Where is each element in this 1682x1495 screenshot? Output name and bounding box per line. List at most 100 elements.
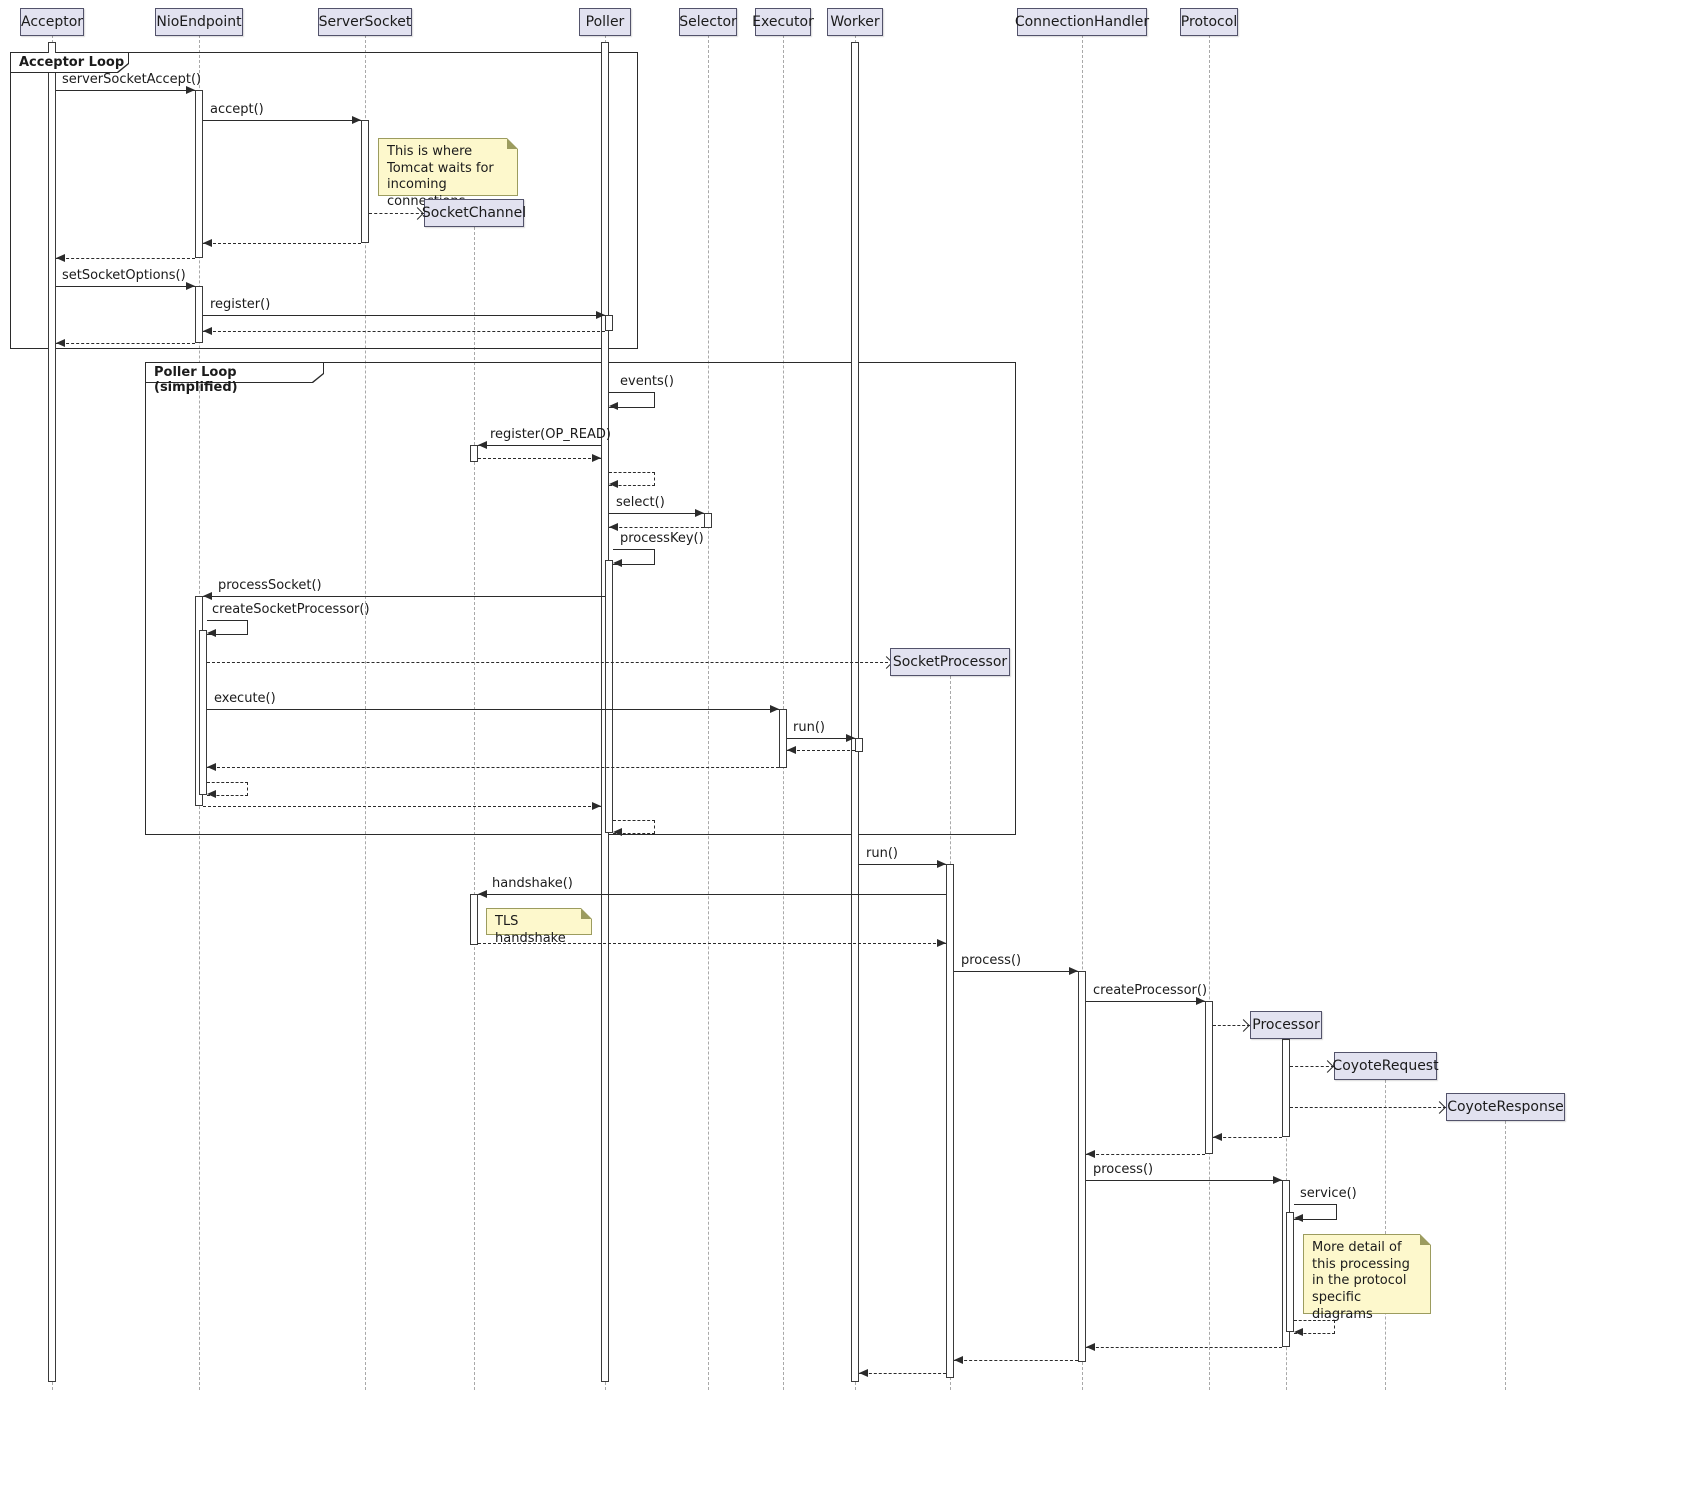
arrowhead — [478, 890, 487, 898]
msg-register-line — [203, 315, 605, 316]
msg-register-opread-line — [478, 445, 601, 446]
lifeline-socketchannel — [474, 227, 475, 1390]
lifeline-selector — [708, 35, 709, 1390]
activation-poller-processkey — [605, 560, 613, 833]
activation-poller-register — [605, 315, 613, 331]
msg-handshake-line — [478, 894, 946, 895]
arrowhead — [207, 629, 216, 637]
msg-create-coyoterequest-line — [1290, 1066, 1334, 1067]
return-poller-nioendpoint — [203, 331, 605, 332]
msg-events-label: events() — [620, 374, 674, 389]
return-socketchannel-socketprocessor — [478, 943, 946, 944]
activation-processor-service — [1286, 1212, 1294, 1332]
activation-worker — [851, 42, 859, 1382]
arrowhead — [609, 523, 618, 531]
note-more-detail-text: More detail of this processing in the pr… — [1312, 1240, 1410, 1322]
self-call-events — [609, 392, 655, 408]
msg-run-worker-label: run() — [793, 720, 825, 735]
activation-worker-run — [855, 738, 863, 752]
lifeline-coyoteresponse — [1505, 1121, 1506, 1390]
arrowhead — [846, 734, 855, 742]
frame-acceptor-loop-tab: Acceptor Loop — [11, 53, 129, 73]
return-socketprocessor-worker — [859, 1373, 946, 1374]
activation-socketchannel-register — [470, 445, 478, 462]
lifeline-serversocket — [365, 35, 366, 1390]
msg-serversocketaccept-label: serverSocketAccept() — [62, 72, 202, 87]
arrowhead — [1196, 997, 1205, 1005]
frame-acceptor-loop-label: Acceptor Loop — [19, 55, 125, 70]
msg-accept-line — [203, 120, 361, 121]
note-fold-icon — [581, 908, 592, 919]
arrowhead — [613, 559, 622, 567]
frame-poller-loop — [145, 362, 1016, 835]
frame-acceptor-loop — [10, 52, 638, 349]
note-tls-handshake: TLS handshake — [486, 908, 592, 946]
arrowhead — [937, 860, 946, 868]
return-selector-poller — [609, 527, 704, 528]
arrowhead — [592, 802, 601, 810]
open-arrowhead — [1433, 1101, 1446, 1114]
activation-socketchannel-handshake — [470, 894, 478, 945]
frame-poller-loop-label: Poller Loop (simplified) — [154, 365, 238, 395]
self-return-processor-service — [1294, 1320, 1335, 1334]
arrowhead — [203, 592, 212, 600]
msg-setsocketoptions-line — [56, 286, 195, 287]
arrowhead — [787, 746, 796, 754]
participant-executor: Executor — [752, 8, 814, 36]
msg-handshake-label: handshake() — [492, 876, 573, 891]
msg-create-processor-line — [1213, 1025, 1250, 1026]
return-nioendpoint-acceptor — [56, 258, 195, 259]
activation-nioendpoint-createsocketprocessor — [199, 630, 207, 795]
participant-processor: Processor — [1250, 1011, 1322, 1039]
note-more-detail: More detail of this processing in the pr… — [1303, 1234, 1431, 1322]
activation-socketprocessor — [946, 864, 954, 1378]
participant-connectionhandler: ConnectionHandler — [1015, 8, 1149, 36]
self-call-createsocketprocessor — [207, 620, 248, 635]
return-protocol-connectionhandler — [1086, 1154, 1205, 1155]
arrowhead — [1273, 1176, 1282, 1184]
arrowhead — [596, 311, 605, 319]
arrowhead — [954, 1356, 963, 1364]
arrowhead — [203, 327, 212, 335]
return-processor-protocol — [1213, 1137, 1282, 1138]
return-nioendpoint-acceptor-2 — [56, 343, 195, 344]
msg-processkey-label: processKey() — [620, 531, 704, 546]
activation-serversocket — [361, 120, 369, 243]
participant-protocol: Protocol — [1180, 8, 1238, 36]
arrowhead — [695, 509, 704, 517]
arrowhead — [186, 86, 195, 94]
msg-register-label: register() — [210, 297, 271, 312]
msg-serversocketaccept-line — [56, 90, 195, 91]
msg-run-socketprocessor-label: run() — [866, 846, 898, 861]
msg-register-opread-label: register(OP_READ) — [490, 427, 611, 442]
self-return-poller-processkey — [613, 820, 655, 834]
arrowhead — [609, 480, 618, 488]
participant-socketprocessor: SocketProcessor — [890, 648, 1010, 676]
arrowhead — [207, 790, 216, 798]
return-serversocket-nioendpoint — [203, 243, 361, 244]
msg-processsocket-line — [203, 596, 605, 597]
arrowhead — [937, 939, 946, 947]
arrowhead — [478, 441, 487, 449]
activation-nioendpoint-accept — [195, 90, 203, 258]
msg-select-label: select() — [616, 495, 665, 510]
msg-createsocketprocessor-label: createSocketProcessor() — [212, 602, 370, 617]
activation-acceptor — [48, 42, 56, 1382]
self-call-processkey — [613, 549, 655, 565]
msg-createprocessor-label: createProcessor() — [1093, 983, 1208, 998]
participant-acceptor: Acceptor — [20, 8, 84, 36]
return-worker-executor — [787, 750, 855, 751]
arrowhead — [56, 254, 65, 262]
arrowhead — [1213, 1133, 1222, 1141]
msg-processsocket-label: processSocket() — [218, 578, 322, 593]
participant-socketchannel: SocketChannel — [422, 199, 526, 227]
activation-executor-execute — [779, 709, 787, 768]
arrowhead — [770, 705, 779, 713]
return-connectionhandler-socketprocessor — [954, 1360, 1078, 1361]
msg-setsocketoptions-label: setSocketOptions() — [62, 268, 186, 283]
arrowhead — [1294, 1328, 1303, 1336]
lifeline-protocol — [1209, 35, 1210, 1390]
note-fold-icon — [1420, 1234, 1431, 1245]
arrowhead — [1086, 1343, 1095, 1351]
